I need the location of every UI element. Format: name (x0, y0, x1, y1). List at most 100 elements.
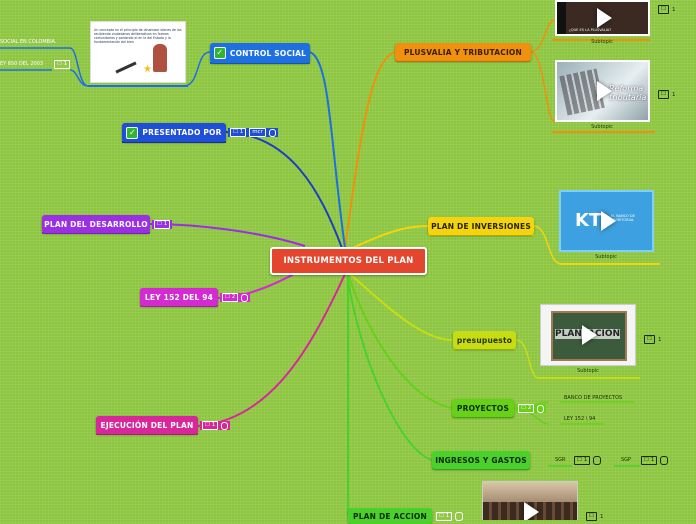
star-icon: ★ (143, 64, 152, 75)
video-thumbnail-accion[interactable] (482, 481, 578, 520)
pen-icon (115, 61, 137, 74)
check-icon: ✓ (126, 126, 139, 139)
ingresos-child-sgr[interactable]: SGR (555, 457, 566, 463)
video2-count: 1 (671, 91, 676, 98)
control-child-1[interactable]: SOCIAL EN COLOMBIA. (0, 39, 57, 45)
line-ingresos (346, 273, 433, 461)
play-icon (600, 211, 616, 231)
city-tv-logo (557, 2, 566, 34)
subtopic-video1[interactable]: Subtopic (591, 39, 613, 45)
topic-plan-accion-label: PLAN DE ACCION (353, 511, 427, 521)
control-child-2-badge[interactable]: ☐ 1 (54, 60, 71, 69)
line-presupuesto (349, 273, 453, 341)
line-presentado (225, 131, 343, 249)
presentado-extra: mcr (249, 128, 266, 137)
attachment-icon (537, 404, 545, 413)
figure-icon (153, 44, 167, 72)
video-title-text: ¿QUE ES LA PLUSVALIA? (569, 28, 612, 32)
attachment-icon (593, 456, 602, 465)
video-thumbnail-presupuesto[interactable]: PLANEACION (540, 304, 636, 366)
ingresos-child-sgp[interactable]: SGP (621, 457, 632, 463)
subtopic-video4[interactable]: Subtopic (577, 368, 599, 374)
control-social-image-text: Un concepto en el principio de dinamizar… (94, 28, 182, 44)
note-count-icon: ☐ 1 (230, 128, 247, 137)
video2-note[interactable]: ☐ 1 (658, 90, 675, 99)
note-count-icon: ☐ (644, 335, 655, 344)
topic-plusvalia-label: PLUSVALIA Y TRIBUTACION (403, 47, 522, 57)
note-count-icon: ☐ 2 (518, 404, 535, 413)
topic-plan-desarrollo-label: PLAN DEL DESARROLLO (44, 219, 148, 229)
topic-ingresos-gastos-label: INGRESOS Y GASTOS (435, 455, 527, 465)
video-thumbnail-reforma[interactable]: Reforma tributaria (555, 60, 650, 122)
line-proyectos (347, 273, 453, 409)
video1-note[interactable]: ☐ 1 (658, 5, 675, 14)
topic-ejecucion-plan-label: EJECUCIÓN DEL PLAN (100, 420, 194, 430)
topic-control-social-label: CONTROL SOCIAL (229, 48, 307, 58)
presentado-count: 1 (239, 129, 244, 135)
play-icon (524, 502, 539, 520)
play-icon (582, 325, 597, 345)
attachment-icon (241, 293, 249, 302)
line-desarrollo (149, 223, 306, 247)
video-logo-text: KT (575, 210, 602, 231)
topic-presupuesto[interactable]: presupuesto (453, 331, 516, 349)
topic-plan-desarrollo[interactable]: PLAN DEL DESARROLLO (42, 215, 150, 233)
note-count-icon: ☐ 1 (202, 421, 219, 430)
sgr-badge[interactable]: ☐ 1 (574, 456, 602, 465)
ley152-count: 2 (231, 294, 236, 300)
sgp-count: 1 (650, 457, 655, 463)
topic-plan-accion[interactable]: PLAN DE ACCION (348, 508, 432, 524)
ley152-badge[interactable]: ☐ 2 (220, 293, 251, 302)
video-sub-text: EL BANCO DE TERRITORIAL (611, 214, 635, 222)
proyectos-child-ley[interactable]: LEY 152 \ 94 (564, 416, 596, 422)
control-child-2[interactable]: EY 850 DEL 2003 (0, 61, 44, 67)
video5-count: 1 (599, 513, 604, 520)
attachment-icon (268, 128, 276, 137)
video-thumbnail-plusvalia[interactable]: ¿QUE ES LA PLUSVALIA? (555, 0, 650, 36)
video1-count: 1 (671, 6, 676, 13)
subtopic-video3[interactable]: Subtopic (595, 254, 617, 260)
note-count-icon: ☐ 1 (574, 456, 591, 465)
topic-control-social[interactable]: ✓ CONTROL SOCIAL (210, 43, 310, 63)
control-social-image[interactable]: Un concepto en el principio de dinamizar… (90, 21, 186, 83)
topic-ley-152-label: LEY 152 DEL 94 (144, 292, 214, 302)
proyectos-child-banco[interactable]: BANCO DE PROYECTOS (564, 395, 623, 401)
video-title-text: Reforma tributaria (609, 84, 647, 102)
desarrollo-badge[interactable]: ☐ 1 (152, 220, 173, 229)
note-count-icon: ☐ 2 (222, 293, 239, 302)
attachment-icon (221, 421, 229, 430)
proyectos-count: 2 (527, 405, 532, 411)
topic-presupuesto-label: presupuesto (456, 335, 513, 345)
check-icon: ✓ (213, 47, 226, 59)
accion-count: 1 (445, 513, 450, 519)
sgr-count: 1 (583, 457, 588, 463)
control-child-2-count: 1 (63, 61, 68, 67)
ejecucion-badge[interactable]: ☐ 1 (200, 421, 231, 430)
ejecucion-count: 1 (211, 422, 216, 428)
play-icon (596, 81, 612, 101)
central-topic[interactable]: INSTRUMENTOS DEL PLAN (270, 247, 427, 275)
topic-presentado-por-label: PRESENTADO POR (142, 128, 222, 137)
proyectos-badge[interactable]: ☐ 2 (516, 404, 547, 413)
video-thumbnail-inversiones[interactable]: KT EL BANCO DE TERRITORIAL (559, 190, 654, 252)
topic-ejecucion-plan[interactable]: EJECUCIÓN DEL PLAN (96, 416, 198, 434)
topic-plan-inversiones[interactable]: PLAN DE INVERSIONES (428, 217, 534, 235)
video4-note[interactable]: ☐ 1 (644, 335, 661, 344)
play-icon (596, 8, 612, 28)
presentado-badge[interactable]: ☐ 1 mcr (228, 128, 278, 137)
topic-presentado-por[interactable]: ✓ PRESENTADO POR (122, 123, 226, 142)
note-count-icon: ☐ (658, 5, 669, 14)
subtopic-video2[interactable]: Subtopic (591, 124, 613, 130)
topic-ingresos-gastos[interactable]: INGRESOS Y GASTOS (432, 451, 530, 469)
sgp-badge[interactable]: ☐ 1 (641, 456, 669, 465)
topic-proyectos-label: PROYECTOS (456, 403, 510, 413)
topic-ley-152[interactable]: LEY 152 DEL 94 (140, 288, 218, 306)
video4-count: 1 (657, 336, 662, 343)
topic-proyectos[interactable]: PROYECTOS (452, 399, 514, 417)
note-count-icon: ☐ 1 (154, 220, 171, 229)
attachment-icon (660, 456, 669, 465)
line-control (309, 51, 346, 249)
topic-plusvalia[interactable]: PLUSVALIA Y TRIBUTACION (395, 43, 531, 61)
